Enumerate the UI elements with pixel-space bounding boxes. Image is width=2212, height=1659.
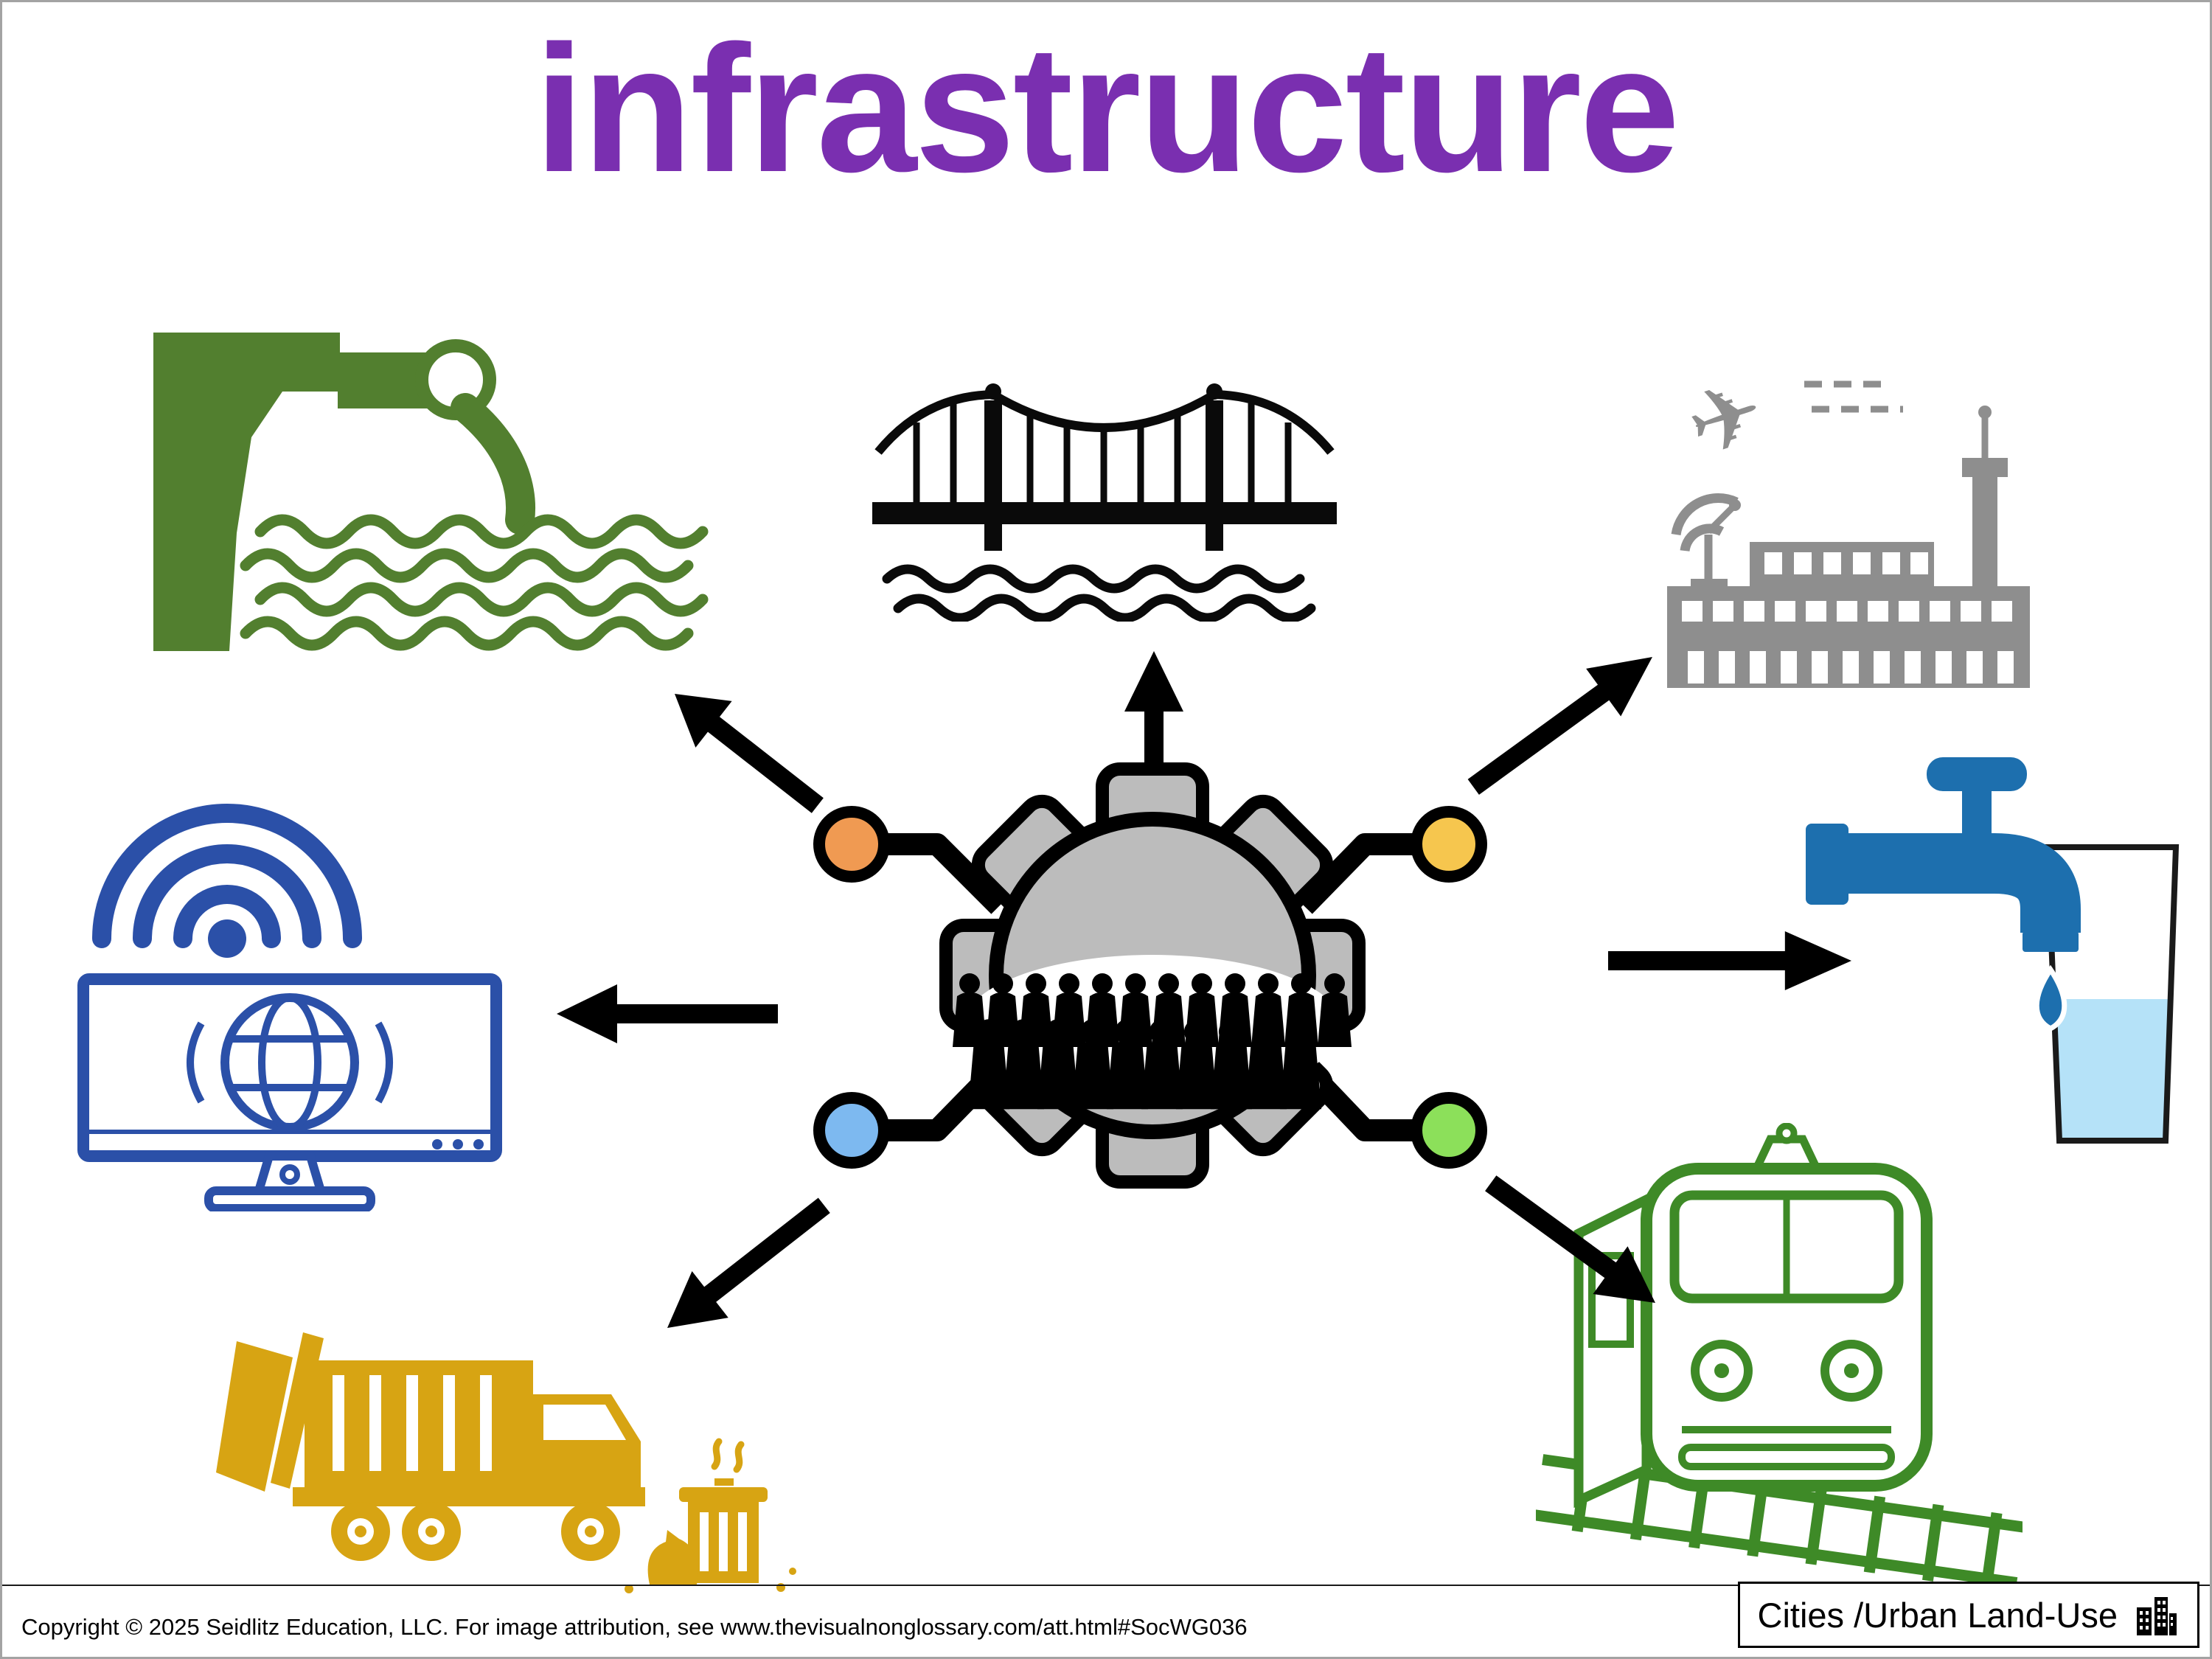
internet-monitor-wifi-icon xyxy=(54,695,518,1211)
train-icon xyxy=(1536,1123,2023,1595)
arrow-upper-left xyxy=(656,670,835,828)
arrow-lower-left xyxy=(649,1182,842,1351)
suspension-bridge-icon xyxy=(872,349,1337,622)
arrow-left xyxy=(557,984,778,1043)
category-badge: Cities /Urban Land-Use xyxy=(1737,1582,2199,1648)
water-dam-outflow-icon xyxy=(142,312,717,651)
connector-dot-yellow xyxy=(1411,806,1487,883)
airport-icon: ✈ xyxy=(1646,341,2052,740)
crowd-icon xyxy=(953,955,1352,1110)
category-badge-label: Cities /Urban Land-Use xyxy=(1757,1595,2118,1635)
city-buildings-icon xyxy=(2137,1597,2177,1635)
arrow-upper-right xyxy=(1456,633,1670,811)
arrow-lower-right xyxy=(1473,1159,1672,1326)
garbage-truck-icon xyxy=(216,1315,843,1602)
footer-divider xyxy=(2,1585,2210,1586)
connector-dot-blue xyxy=(813,1092,890,1169)
page-title: infrastructure xyxy=(534,7,1680,209)
copyright-text: Copyright © 2025 Seidlitz Education, LLC… xyxy=(21,1614,1248,1640)
arrow-right xyxy=(1608,931,1851,990)
connector-dot-green xyxy=(1411,1092,1487,1169)
faucet-and-glass-icon xyxy=(1801,754,2185,1167)
connector-dot-orange xyxy=(813,806,890,883)
